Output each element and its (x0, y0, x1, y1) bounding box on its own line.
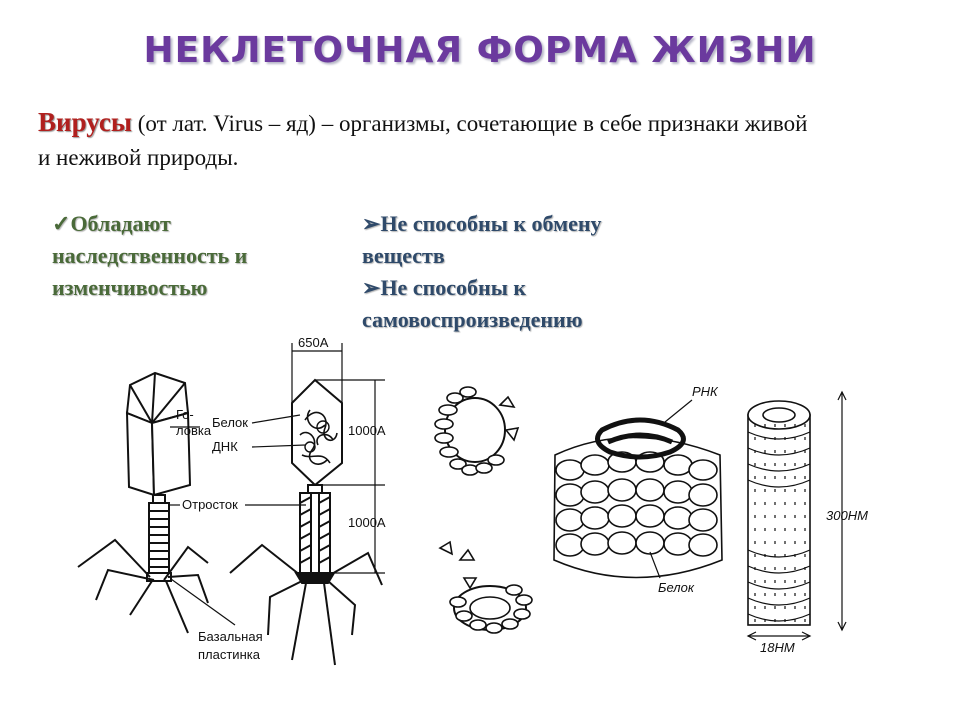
bacteriophage-illustration: 650А 1000А 1000А Го- ловка Белок ДНК Отр… (30, 335, 430, 700)
label-head-bottom: ловка (176, 423, 212, 438)
protein-subunit-ring-bottom (440, 542, 532, 633)
label-tail-dimension: 1000А (348, 515, 386, 530)
definition-text-line1: (от лат. Virus – яд) – организмы, сочета… (132, 111, 807, 136)
nonliving-property-line: самовоспроизведению (362, 304, 682, 336)
living-property-line: изменчивостью (52, 272, 322, 304)
living-property-line: Обладают (70, 211, 170, 236)
tobacco-mosaic-virus-illustration: РНК Белок 300НМ 18НМ (430, 360, 930, 660)
protein-subunit-ring-top (435, 387, 518, 475)
label-protein-tmv: Белок (658, 580, 695, 595)
living-properties-list: ✓Обладают наследственность и изменчивост… (52, 208, 322, 304)
arrow-bullet-icon: ➢ (362, 211, 380, 236)
term-viruses: Вирусы (38, 107, 132, 137)
label-rna: РНК (692, 384, 719, 399)
label-protein: Белок (212, 415, 248, 430)
label-base-line1: Базальная (198, 629, 263, 644)
phage-tail-3d (147, 495, 171, 581)
label-length-dimension: 300НМ (826, 508, 868, 523)
label-diameter-dimension: 18НМ (760, 640, 795, 655)
label-head-dimension: 1000А (348, 423, 386, 438)
page-title: НЕКЛЕТОЧНАЯ ФОРМА ЖИЗНИ (0, 30, 960, 71)
label-tail: Отросток (182, 497, 238, 512)
checkmark-icon: ✓ (52, 211, 70, 236)
definition-text-line2: и неживой природы. (38, 145, 238, 170)
label-base-line2: пластинка (198, 647, 261, 662)
living-property-line: наследственность и (52, 240, 322, 272)
definition-paragraph: Вирусы (от лат. Virus – яд) – организмы,… (38, 105, 938, 175)
label-width-dimension: 650А (298, 335, 329, 350)
nonliving-property-line: Не способны к обмену (380, 211, 601, 236)
arrow-bullet-icon: ➢ (362, 275, 380, 300)
virus-particle-segment (554, 400, 722, 578)
label-dna: ДНК (212, 439, 238, 454)
nonliving-properties-list: ➢Не способны к обмену веществ ➢Не способ… (362, 208, 682, 336)
label-head-top: Го- (176, 407, 194, 422)
nonliving-property-line: веществ (362, 240, 682, 272)
phage-head-section (292, 380, 342, 485)
nonliving-property-line: Не способны к (380, 275, 526, 300)
phage-tail-section (296, 485, 334, 583)
